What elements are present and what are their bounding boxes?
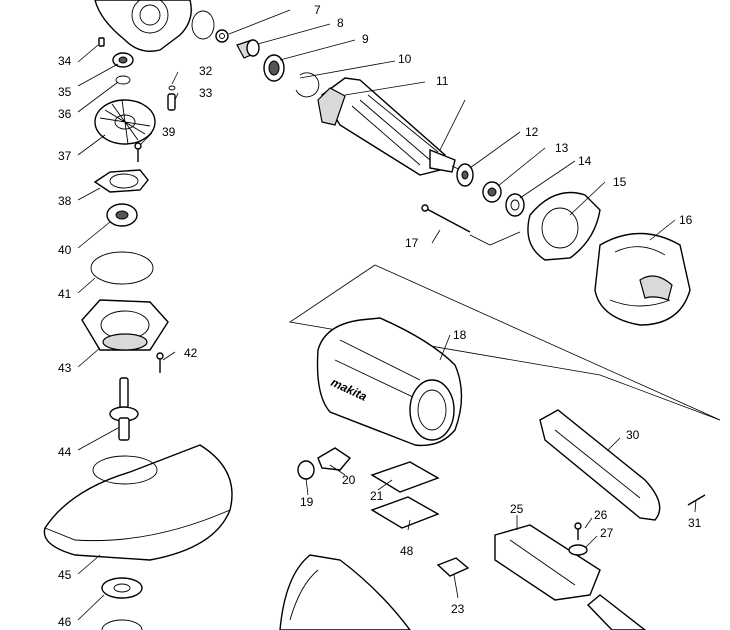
label-48: 48 <box>400 544 414 558</box>
part-21-label <box>370 461 440 493</box>
part-11-armature <box>317 77 466 176</box>
part-12-washer <box>456 163 474 187</box>
part-46-flange <box>101 577 143 599</box>
label-15: 15 <box>613 175 627 189</box>
part-32-ring <box>115 75 176 91</box>
part-42-screw <box>156 352 164 373</box>
part-41-o-ring <box>90 251 154 285</box>
label-13: 13 <box>555 141 569 155</box>
part-39-screw <box>134 142 142 162</box>
part-45-wheel-guard <box>43 444 233 561</box>
part-43-bearing-box <box>81 299 169 351</box>
label-34: 34 <box>58 54 72 68</box>
part-18-motor-housing: makita <box>316 317 463 447</box>
label-7: 7 <box>314 3 321 17</box>
label-42: 42 <box>184 346 198 360</box>
gear-housing-part <box>94 0 192 52</box>
rear-cover-part <box>279 554 411 630</box>
part-30-handle <box>539 409 661 521</box>
label-38: 38 <box>58 194 72 208</box>
part-7-nut <box>215 29 229 43</box>
label-21: 21 <box>370 489 384 503</box>
part-19-cap <box>297 460 315 480</box>
label-35: 35 <box>58 85 72 99</box>
part-31-screw <box>687 494 706 506</box>
part-14-insulation-washer <box>505 193 525 217</box>
label-9: 9 <box>362 32 369 46</box>
label-11: 11 <box>436 74 449 88</box>
part-9-bearing <box>263 54 285 82</box>
label-25: 25 <box>510 502 524 516</box>
label-32: 32 <box>199 64 213 78</box>
part-34-pin <box>98 37 105 47</box>
label-23: 23 <box>451 602 465 616</box>
lock-nut-bottom <box>101 619 143 630</box>
leader-lines <box>77 9 697 621</box>
part-26-screw <box>574 522 582 540</box>
label-30: 30 <box>626 428 640 442</box>
label-39: 39 <box>162 125 176 139</box>
part-23-block <box>436 557 470 577</box>
part-20-brush <box>317 447 352 471</box>
part-36-spiral-bevel-gear <box>94 99 156 145</box>
part-38-plate <box>93 169 149 193</box>
label-20: 20 <box>342 473 356 487</box>
label-18: 18 <box>453 328 467 342</box>
cord-guard-part <box>586 594 647 630</box>
label-31: 31 <box>688 516 702 530</box>
o-ring-top <box>191 10 215 40</box>
label-27: 27 <box>600 526 614 540</box>
part-27-plate <box>568 544 588 556</box>
part-15-baffle-plate <box>527 191 601 261</box>
label-26: 26 <box>594 508 608 522</box>
label-43: 43 <box>58 361 72 375</box>
label-19: 19 <box>300 495 314 509</box>
label-44: 44 <box>58 445 72 459</box>
part-48-label <box>370 496 440 529</box>
label-14: 14 <box>578 154 592 168</box>
part-labels: 7 8 9 10 11 12 13 14 15 16 17 18 19 20 2… <box>58 3 702 629</box>
label-12: 12 <box>525 125 539 139</box>
part-17-screw <box>421 204 471 233</box>
label-36: 36 <box>58 107 72 121</box>
label-33: 33 <box>199 86 213 100</box>
label-37: 37 <box>58 149 72 163</box>
label-10: 10 <box>398 52 412 66</box>
label-16: 16 <box>679 213 693 227</box>
retaining-ring <box>295 72 320 98</box>
part-13-bearing <box>482 181 502 203</box>
label-41: 41 <box>58 287 72 301</box>
label-45: 45 <box>58 568 72 582</box>
part-8-pinion-gear <box>236 39 260 59</box>
part-25-switch <box>494 524 601 601</box>
part-16-field <box>594 232 691 326</box>
part-35-bearing <box>112 52 134 68</box>
part-44-spindle <box>109 377 139 441</box>
label-46: 46 <box>58 615 72 629</box>
part-33-pin <box>167 93 176 111</box>
part-40-bearing <box>106 203 138 227</box>
label-17: 17 <box>405 236 419 250</box>
label-40: 40 <box>58 243 72 257</box>
label-8: 8 <box>337 16 344 30</box>
